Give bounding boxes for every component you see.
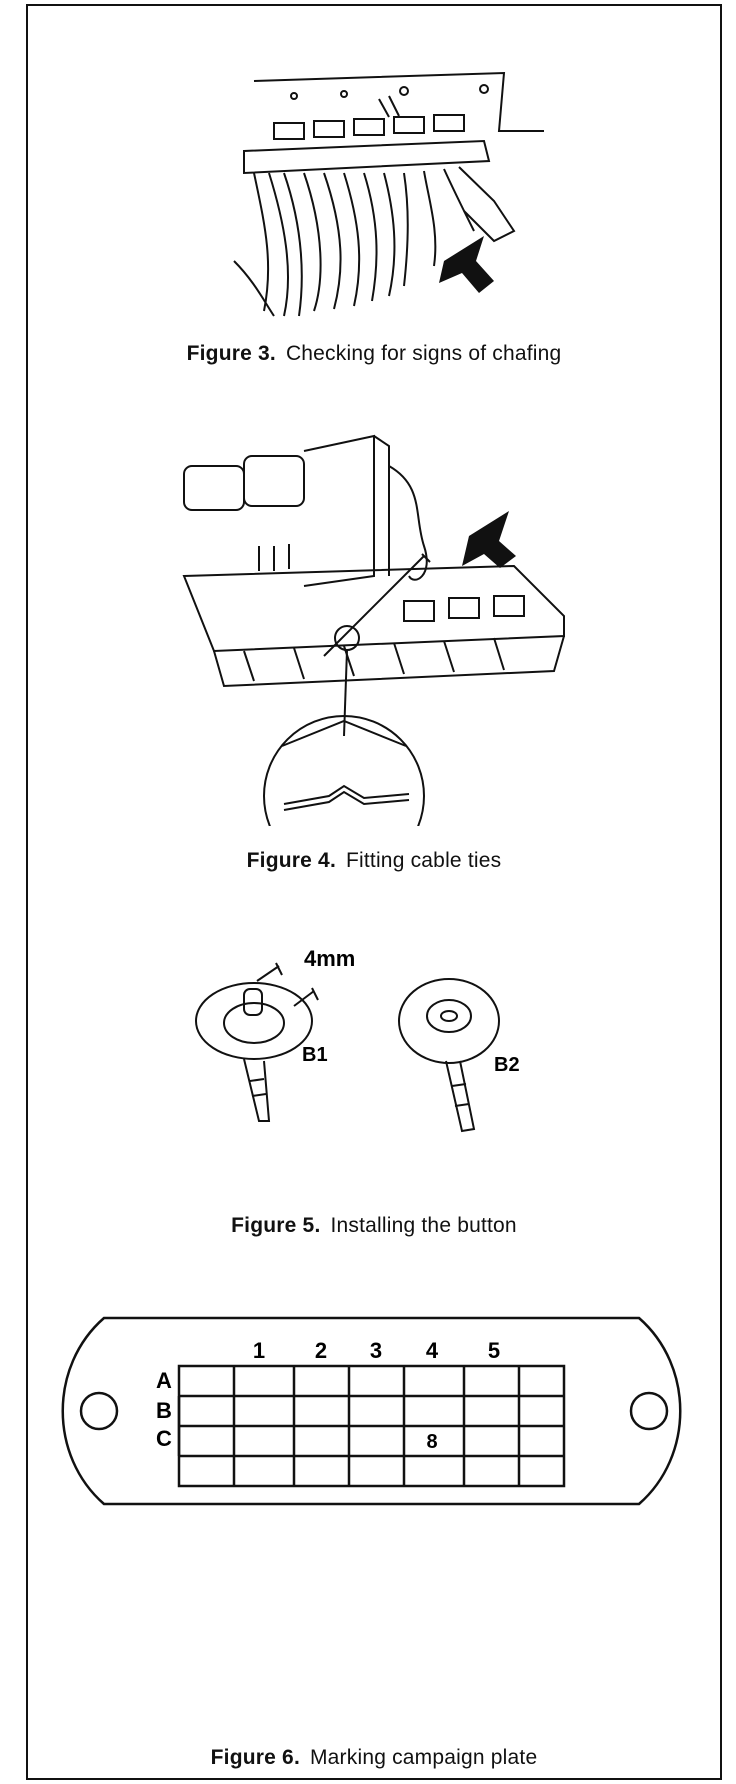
- figure-5-caption: Figure 5. Installing the button: [28, 1214, 720, 1238]
- button-label-b2: B2: [494, 1054, 520, 1076]
- column-header-1: 1: [253, 1338, 265, 1363]
- figure-6-illustration: 1 2 3 4 5 A B C 8: [28, 1306, 720, 1516]
- column-header-4: 4: [426, 1338, 439, 1363]
- figure-6-caption: Figure 6. Marking campaign plate: [28, 1746, 720, 1770]
- row-header-a: A: [156, 1368, 172, 1393]
- figure-number: Figure 5.: [231, 1214, 321, 1237]
- column-header-2: 2: [315, 1338, 327, 1363]
- figure-number: Figure 3.: [186, 342, 276, 365]
- marked-cell-value: 8: [426, 1431, 437, 1453]
- button-label-b1: B1: [302, 1044, 328, 1066]
- column-header-5: 5: [488, 1338, 500, 1363]
- figure-4-caption: Figure 4. Fitting cable ties: [28, 849, 720, 873]
- figure-title: Installing the button: [330, 1214, 517, 1237]
- button-drawing: 4mm B1 B2: [195, 946, 520, 1133]
- document-frame: Figure 3. Checking for signs of chafing: [26, 4, 722, 1780]
- column-header-3: 3: [370, 1338, 382, 1363]
- figure-3-caption: Figure 3. Checking for signs of chafing: [28, 342, 720, 366]
- cable-tie-drawing: [182, 434, 565, 826]
- figure-number: Figure 6.: [210, 1746, 300, 1769]
- campaign-plate-drawing: 1 2 3 4 5 A B C 8: [61, 1316, 682, 1506]
- wiring-harness-drawing: [233, 71, 544, 317]
- figure-3-illustration: [28, 61, 720, 361]
- figure-title: Fitting cable ties: [345, 849, 502, 872]
- dimension-label: 4mm: [304, 946, 355, 971]
- figure-5-illustration: 4mm B1 B2: [28, 911, 720, 1151]
- row-header-c: C: [156, 1426, 172, 1451]
- figure-title: Marking campaign plate: [309, 1746, 538, 1769]
- figure-4-illustration: [28, 426, 720, 826]
- figure-number: Figure 4.: [246, 849, 336, 872]
- figure-title: Checking for signs of chafing: [285, 342, 562, 365]
- row-header-b: B: [156, 1398, 172, 1423]
